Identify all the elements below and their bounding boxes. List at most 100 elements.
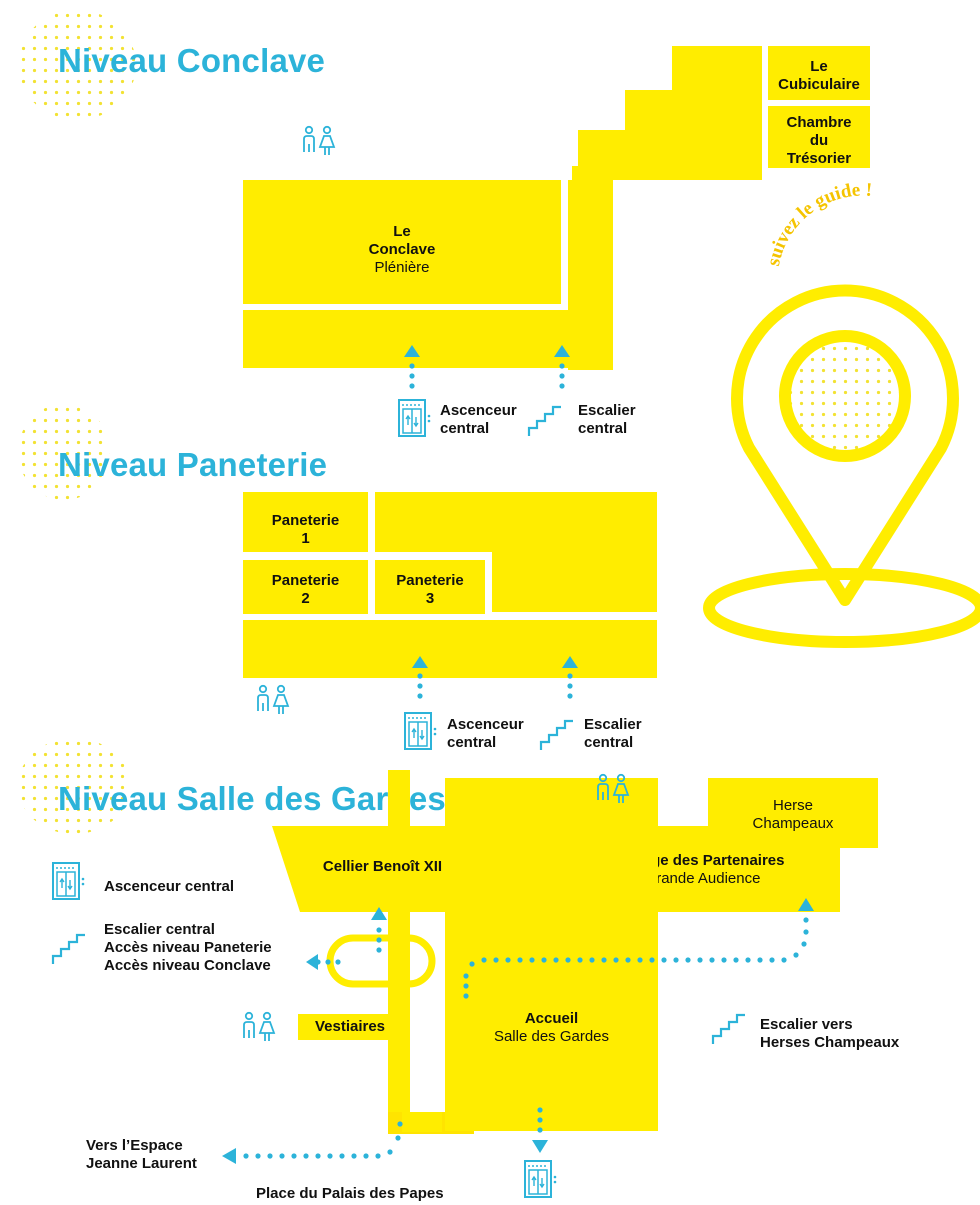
village-path [463,917,809,999]
exit-espace-label-2: Jeanne Laurent [86,1155,197,1172]
conclave-stair-step-5 [718,46,762,86]
room-herse-line-1: Herse [772,797,813,814]
elevator-icon [52,862,86,900]
conclave-corridor [243,310,613,368]
restroom-icon [597,773,629,804]
room-tresorier-name-2: du [809,132,829,149]
dot-pattern-top [18,10,136,120]
level-title-gardes: Niveau Salle des Gardes [58,780,446,817]
room-paneterie-2-name: Paneterie [271,572,340,589]
dot-pattern-gardes [18,738,130,834]
gardes-corridor-top [402,1112,442,1132]
room-paneterie-2-label: Paneterie 2 [243,572,368,608]
paneterie-elevator-label: Ascenceur central [447,716,524,752]
room-le-conclave-name-1: Le [393,223,411,240]
room-paneterie-1[interactable] [243,492,368,552]
room-paneterie-3-name: Paneterie [396,572,464,589]
room-village-name: Village des Partenaires [620,852,785,869]
accueil-exit-path [537,1107,543,1133]
restroom-icon [257,684,289,715]
paneterie-hall-strip [492,560,602,612]
conclave-stairs-label: Escalier central [578,402,636,438]
elevator-icon[interactable] [524,1160,558,1198]
room-le-cubiculaire[interactable] [768,46,870,100]
room-tresorier-name-1: Chambre [786,114,852,131]
room-vestiaires-label: Vestiaires [298,1018,402,1036]
stairs-access-path [315,959,341,965]
room-cellier-label: Cellier Benoît XII [272,858,493,876]
room-le-cubiculaire-label: Le Cubiculaire [768,58,870,94]
conclave-elevator-label-2: central [440,420,490,437]
room-paneterie-1-label: Paneterie 1 [243,512,368,548]
cellier-path [376,927,382,953]
room-le-conclave-subtitle: Plénière [374,259,430,276]
herse-stairs-text: Escalier vers Herses Champeaux [760,1016,899,1052]
stairs-icon [51,933,87,966]
elevator-icon[interactable] [398,399,432,437]
room-le-cubiculaire-name-2: Cubiculaire [778,76,860,93]
guide-text: suivez le guide ! [763,180,873,268]
room-herse-line-2: Champeaux [752,815,834,832]
legend-stairs-label-3: Accès niveau Conclave [104,957,271,974]
arrow-up-icon [404,345,420,357]
stairs-icon[interactable] [527,405,563,438]
restroom-icon [243,1011,275,1042]
map-pin-icon [703,284,980,648]
stairs-icon[interactable] [711,1013,747,1046]
exit-espace-label-1: Vers l’Espace [86,1137,183,1154]
room-accueil-main [445,778,658,1131]
level-title-conclave: Niveau Conclave [58,42,326,79]
corridor-loop [326,934,436,988]
room-le-cubiculaire-name-1: Le [810,58,828,75]
legend-stairs-label-1: Escalier central [104,921,215,938]
room-paneterie-3[interactable] [375,560,485,614]
exit-espace-text[interactable]: Vers l’Espace Jeanne Laurent [86,1137,197,1173]
arrow-up-icon [371,907,387,920]
arrow-left-icon [222,1148,236,1164]
room-tresorier-name-3: Trésorier [786,150,852,167]
arrow-up-icon [412,656,428,668]
conclave-elevator-path [409,363,415,389]
paneterie-elevator-label-2: central [447,734,497,751]
paneterie-stairs-label-2: central [584,734,634,751]
room-vestiaires[interactable] [298,1014,402,1040]
paneterie-elevator-label-1: Ascenceur [447,716,524,733]
paneterie-stairs-label: Escalier central [584,716,642,752]
legend-stairs-label-2: Accès niveau Paneterie [104,939,272,956]
room-accueil-name: Accueil [524,1010,579,1027]
arrow-up-icon [562,656,578,668]
room-cellier-name: Cellier Benoît XII [322,858,443,875]
room-village-subtitle: Grande Audience [644,870,761,887]
room-le-conclave[interactable] [243,180,561,304]
room-paneterie-2[interactable] [243,560,368,614]
arrow-down-icon [532,1140,548,1153]
paneterie-stairs-path [567,673,573,699]
conclave-stair-step-1 [568,180,613,370]
room-chambre-du-tresorier-label: Chambre du Trésorier [768,114,870,168]
conclave-elevator-label: Ascenceur central [440,402,517,438]
dot-pattern-paneterie [18,404,110,500]
room-chambre-du-tresorier[interactable] [768,106,870,168]
stairs-icon[interactable] [539,719,575,752]
conclave-stairs-label-2: central [578,420,628,437]
room-le-conclave-name-2: Conclave [368,241,436,258]
conclave-stairs-path [559,363,565,389]
herse-stairs-label-1: Escalier vers [760,1016,853,1033]
room-paneterie-2-number: 2 [301,590,310,607]
elevator-icon[interactable] [404,712,438,750]
room-vestiaires-name: Vestiaires [314,1018,386,1035]
paneterie-corridor [243,620,657,678]
conclave-stairs-label-1: Escalier [578,402,636,419]
arrow-left-icon [306,954,318,970]
room-le-conclave-label: Le Conclave Plénière [243,223,561,277]
room-paneterie-1-name: Paneterie [271,512,340,529]
room-paneterie-3-label: Paneterie 3 [375,572,485,608]
room-paneterie-3-number: 3 [425,590,435,607]
place-palais-label: Place du Palais des Papes [256,1185,444,1202]
arrow-up-icon [554,345,570,357]
restroom-icon [303,125,335,156]
room-herse-champeaux[interactable] [708,778,878,848]
paneterie-stairs-label-1: Escalier [584,716,642,733]
